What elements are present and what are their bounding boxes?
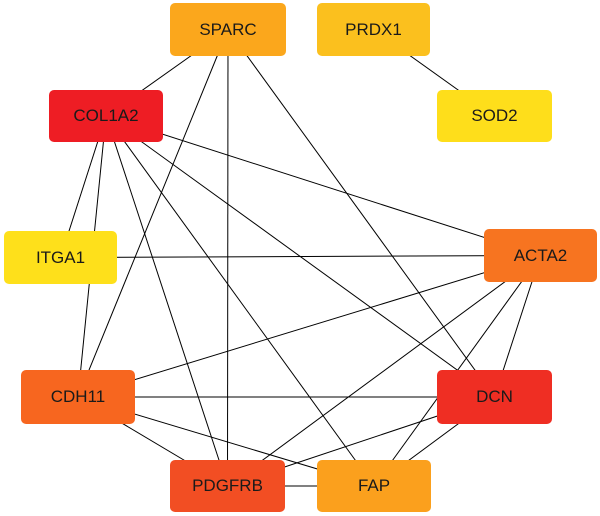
node-label: FAP bbox=[357, 476, 391, 495]
edge-col1a2-pdgfrb bbox=[105, 115, 228, 487]
node-label: ACTA2 bbox=[513, 245, 568, 265]
node-itga1: ITGA1 bbox=[4, 231, 117, 284]
edge-acta2-cdh11 bbox=[77, 255, 541, 398]
node-label: SPARC bbox=[199, 19, 257, 39]
edge-col1a2-fap bbox=[105, 115, 375, 487]
node-label: CDH11 bbox=[50, 387, 106, 406]
node-label: PDGFRB bbox=[192, 476, 263, 495]
node-label: SOD2 bbox=[471, 106, 518, 125]
edge-sparc-dcn bbox=[227, 29, 495, 398]
node-label: COL1A2 bbox=[73, 106, 139, 125]
edge-sparc-cdh11 bbox=[77, 29, 229, 398]
edge-acta2-pdgfrb bbox=[227, 255, 541, 487]
edge-itga1-acta2 bbox=[60, 255, 541, 258]
edge-sparc-pdgfrb bbox=[227, 29, 229, 487]
node-dcn: DCN bbox=[437, 370, 552, 424]
node-acta2: ACTA2 bbox=[484, 229, 597, 282]
node-sparc: SPARC bbox=[170, 3, 286, 56]
node-label: ITGA1 bbox=[35, 247, 86, 267]
node-pdgfrb: PDGFRB bbox=[170, 460, 285, 512]
node-sod2: SOD2 bbox=[437, 90, 552, 142]
node-label: DCN bbox=[476, 387, 513, 406]
node-prdx1: PRDX1 bbox=[317, 3, 430, 56]
node-fap: FAP bbox=[317, 460, 431, 512]
node-cdh11: CDH11 bbox=[21, 370, 135, 424]
node-label: PRDX1 bbox=[345, 19, 402, 39]
edge-col1a2-acta2 bbox=[105, 115, 541, 256]
node-col1a2: COL1A2 bbox=[49, 90, 163, 142]
